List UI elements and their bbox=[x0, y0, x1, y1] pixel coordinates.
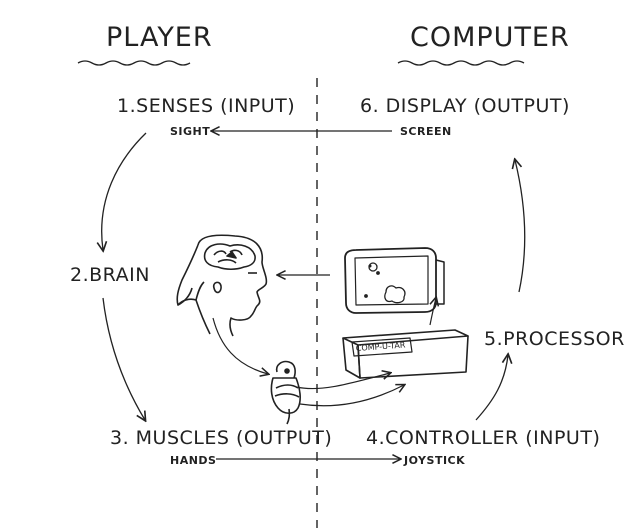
arrow-controller-to-processor bbox=[475, 355, 508, 421]
joystick-hand-icon bbox=[270, 360, 301, 425]
head-sketch-icon bbox=[176, 234, 268, 337]
arrow-brain-to-hand bbox=[212, 317, 268, 374]
display-label: 6. DISPLAY (OUTPUT) bbox=[360, 95, 570, 117]
controller-label: 4.CONTROLLER (INPUT) bbox=[366, 427, 601, 449]
computer-box-icon bbox=[342, 329, 469, 379]
computer-underline bbox=[397, 60, 525, 66]
arrow-brain-to-muscles bbox=[102, 297, 145, 420]
processor-label: 5.PROCESSOR bbox=[484, 328, 625, 350]
brain-label: 2.BRAIN bbox=[70, 264, 150, 286]
player-underline bbox=[77, 60, 191, 66]
muscles-sub: HANDS bbox=[170, 454, 217, 467]
senses-sub: SIGHT bbox=[170, 125, 211, 138]
display-sub: SCREEN bbox=[400, 125, 452, 138]
muscles-label: 3. MUSCLES (OUTPUT) bbox=[110, 427, 333, 449]
computer-box-label: COMP-U-TAR bbox=[356, 341, 407, 353]
monitor-icon bbox=[344, 247, 445, 314]
player-heading: PLAYER bbox=[106, 22, 213, 53]
senses-label: 1.SENSES (INPUT) bbox=[117, 95, 296, 117]
arrow-joystick-to-computer bbox=[295, 373, 390, 390]
arrow-processor-to-display bbox=[515, 160, 526, 293]
controller-sub: JOYSTICK bbox=[404, 454, 466, 467]
computer-heading: COMPUTER bbox=[410, 22, 570, 53]
arrow-senses-to-brain bbox=[102, 132, 147, 250]
arrow-joystick-to-computer-lower bbox=[299, 385, 404, 407]
